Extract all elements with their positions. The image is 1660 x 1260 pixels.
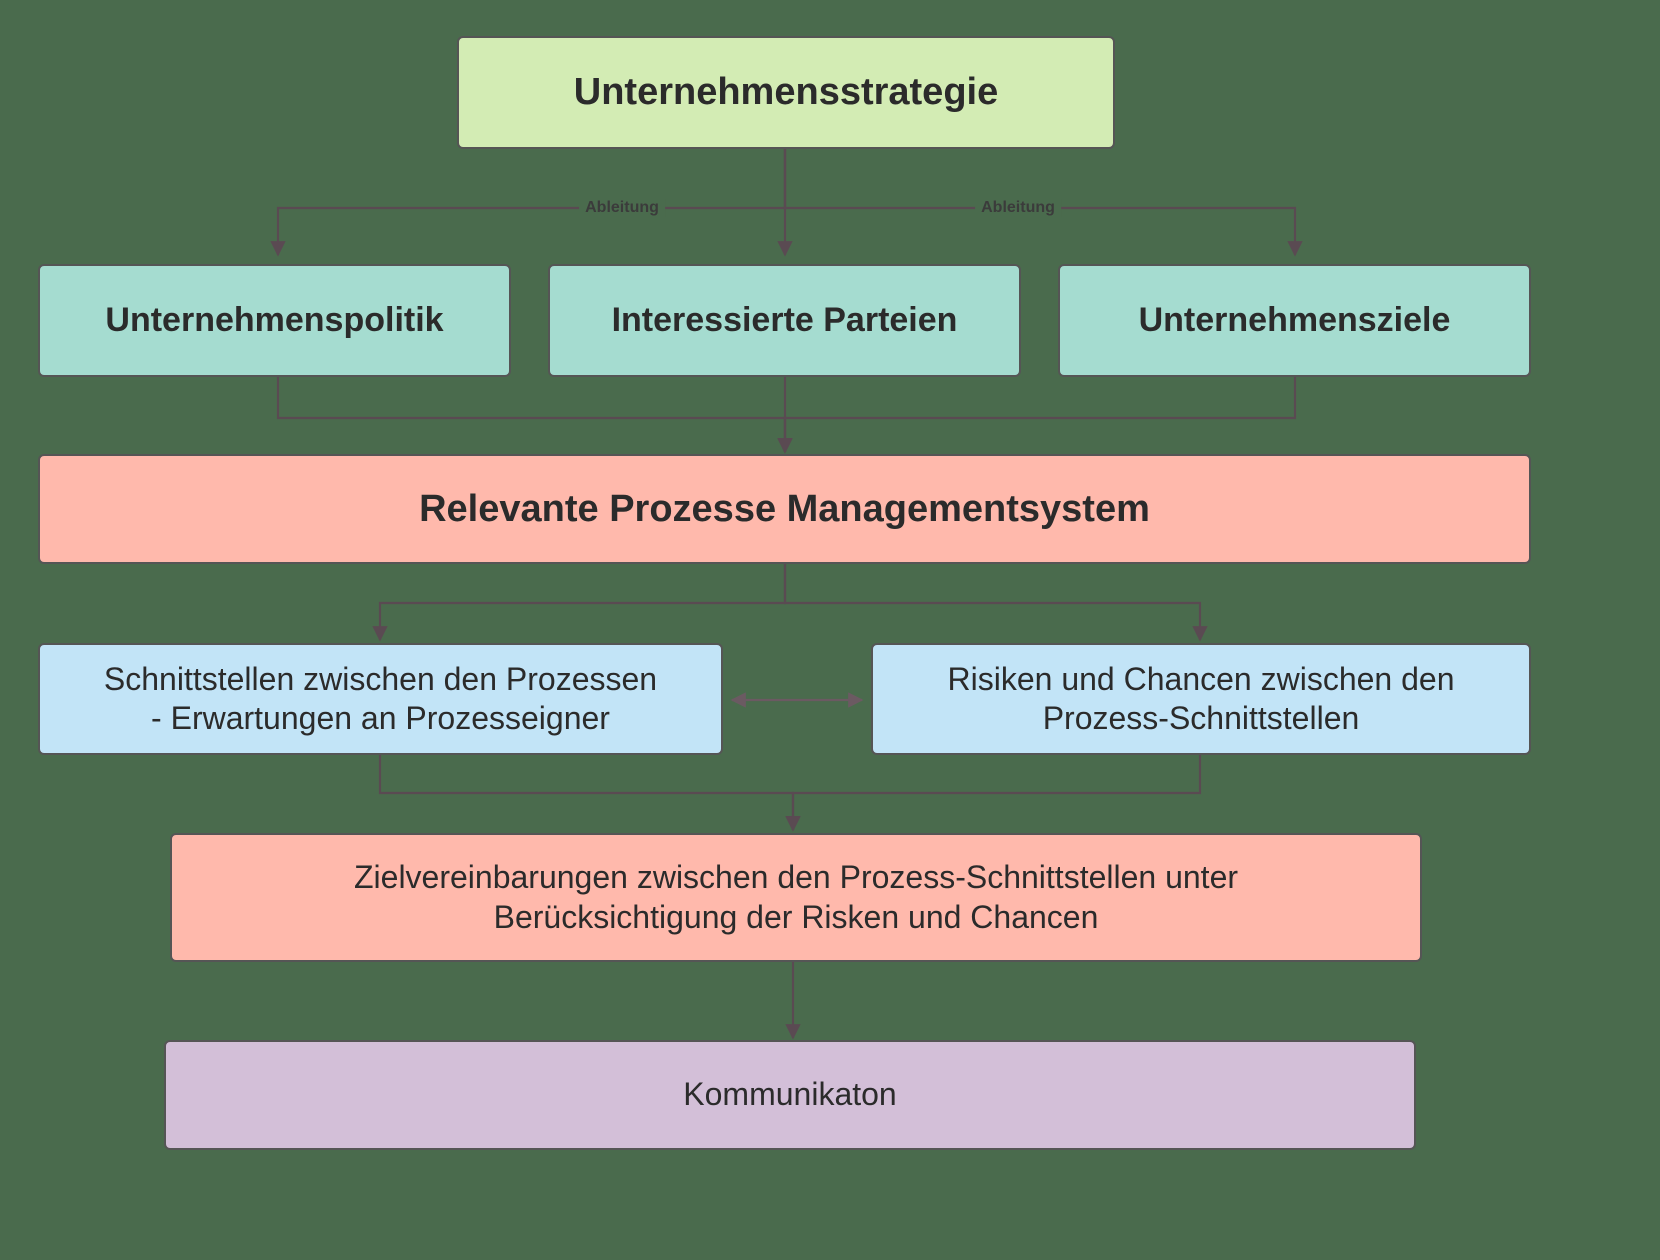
node-schnittstellen-line-2: - Erwartungen an Prozesseigner bbox=[151, 700, 610, 736]
node-schnittstellen-line-1: Schnittstellen zwischen den Prozessen bbox=[103, 660, 658, 697]
node-interessierte-parteien[interactable]: Interessierte Parteien bbox=[548, 264, 1021, 377]
edge-risiken-zielvereinbarungen bbox=[785, 755, 1202, 832]
node-schnittstellen-prozesse[interactable]: Schnittstellen zwischen den Prozessen - … bbox=[38, 643, 723, 755]
edge-label-ableitung-right: Ableitung bbox=[975, 199, 1061, 217]
node-unternehmensziele[interactable]: Unternehmensziele bbox=[1058, 264, 1531, 377]
edge-schnittstellen-zielvereinbarungen bbox=[378, 755, 801, 832]
edge-strategie-politik bbox=[270, 148, 787, 257]
edge-prozesse-schnittstellen bbox=[372, 563, 787, 642]
node-zielvereinbarungen-line-1: Zielvereinbarungen zwischen den Prozess-… bbox=[353, 859, 1239, 896]
node-risiken-line-1: Risiken und Chancen zwischen den bbox=[947, 660, 1455, 697]
node-zielvereinbarungen-line-2: Berücksichtigung der Risken und Chancen bbox=[493, 898, 1099, 935]
edge-ziele-prozesse bbox=[777, 377, 1297, 454]
node-kommunikaton[interactable]: Kommunikaton bbox=[164, 1040, 1416, 1150]
node-unternehmenspolitik[interactable]: Unternehmenspolitik bbox=[38, 264, 511, 377]
node-relevante-prozesse-managementsystem[interactable]: Relevante Prozesse Managementsystem bbox=[38, 454, 1531, 564]
edge-prozesse-risiken bbox=[783, 563, 1208, 642]
node-unternehmensstrategie[interactable]: Unternehmensstrategie bbox=[457, 36, 1115, 149]
node-risiken-line-2: Prozess-Schnittstellen bbox=[1042, 700, 1360, 736]
node-zielvereinbarungen[interactable]: Zielvereinbarungen zwischen den Prozess-… bbox=[170, 833, 1422, 962]
node-risiken-chancen[interactable]: Risiken und Chancen zwischen den Prozess… bbox=[871, 643, 1531, 755]
edge-label-ableitung-left: Ableitung bbox=[579, 199, 665, 217]
edge-politik-prozesse bbox=[276, 377, 793, 454]
